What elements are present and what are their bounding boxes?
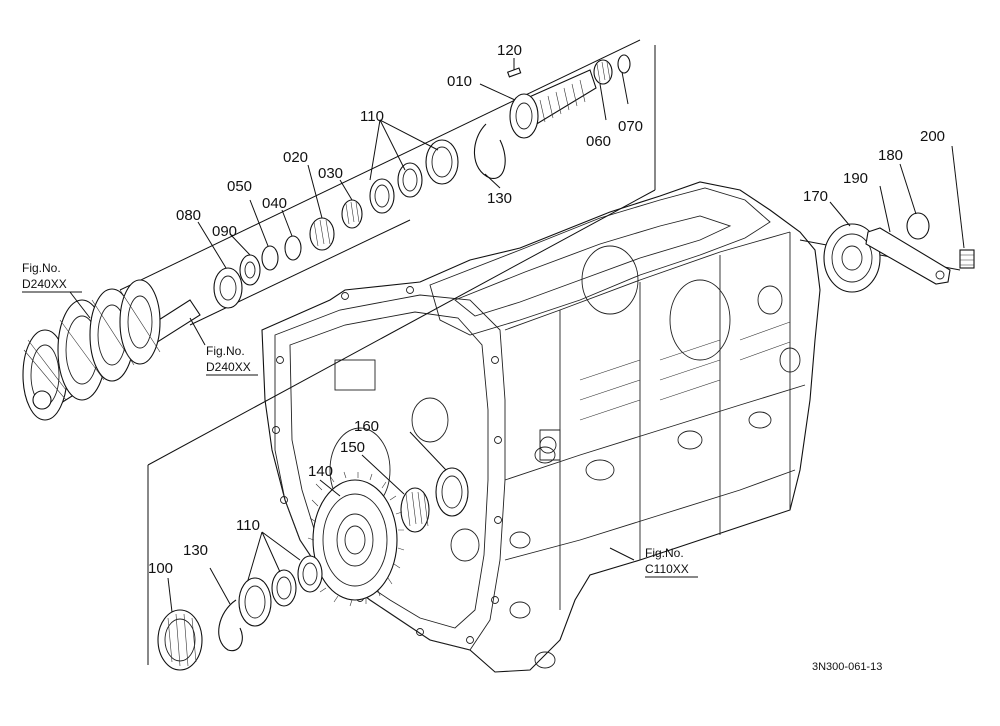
- fig-ref-c110xx: Fig.No. C110XX: [645, 546, 698, 578]
- label-130-lower: 130: [183, 542, 208, 559]
- part-100-ring-gear: [157, 609, 203, 671]
- label-050: 050: [227, 178, 252, 195]
- part-080-bearing: [213, 267, 243, 309]
- label-110-upper: 110: [360, 108, 384, 125]
- part-180-snap-ring: [906, 212, 930, 240]
- label-040: 040: [262, 195, 287, 212]
- label-080: 080: [176, 207, 201, 224]
- part-140-gear: [307, 471, 405, 607]
- part-090-washer: [239, 254, 261, 286]
- drawing-code: 3N300-061-13: [812, 661, 882, 673]
- leader-lines: [69, 58, 965, 613]
- part-160-ring: [435, 467, 469, 517]
- label-060: 060: [586, 133, 611, 150]
- label-190: 190: [843, 170, 868, 187]
- label-160: 160: [354, 418, 379, 435]
- label-180: 180: [878, 147, 903, 164]
- part-050-ring: [261, 245, 279, 271]
- svg-text:D240XX: D240XX: [22, 277, 67, 291]
- label-170: 170: [803, 188, 828, 205]
- part-010-shaft: [509, 69, 597, 139]
- label-100: 100: [148, 560, 173, 577]
- fig-ref-d240xx-upper: Fig.No. D240XX: [22, 261, 82, 293]
- fig-ref-d240xx-lower: Fig.No. D240XX: [206, 344, 258, 376]
- part-150-bearing: [400, 487, 430, 533]
- svg-text:Fig.No.: Fig.No.: [206, 344, 245, 358]
- label-120: 120: [497, 42, 522, 59]
- part-020-bearing: [309, 217, 335, 251]
- part-190-plate: [865, 227, 951, 285]
- part-110-synchro-upper: [369, 139, 459, 214]
- part-040-ring: [284, 235, 302, 261]
- label-140: 140: [308, 463, 333, 480]
- part-120-key: [506, 67, 522, 78]
- part-200-bolt: [959, 249, 975, 269]
- part-110-synchro-lower: [238, 555, 323, 627]
- label-200: 200: [920, 128, 945, 145]
- gear-cluster-assembly: [22, 279, 201, 421]
- part-130-circlip-upper: [473, 123, 506, 179]
- svg-text:Fig.No.: Fig.No.: [645, 546, 684, 560]
- label-030: 030: [318, 165, 343, 182]
- svg-text:C110XX: C110XX: [645, 562, 689, 576]
- svg-text:D240XX: D240XX: [206, 360, 251, 374]
- label-150: 150: [340, 439, 365, 456]
- label-020: 020: [283, 149, 308, 166]
- label-010: 010: [447, 73, 472, 90]
- svg-text:Fig.No.: Fig.No.: [22, 261, 61, 275]
- part-130-circlip-lower: [218, 599, 243, 652]
- label-130-upper: 130: [487, 190, 512, 207]
- part-070-snap-ring: [617, 54, 631, 74]
- part-030-bearing: [341, 199, 363, 229]
- label-110-lower: 110: [236, 517, 260, 534]
- part-060-bearing: [593, 59, 613, 85]
- label-070: 070: [618, 118, 643, 135]
- label-090: 090: [212, 223, 237, 240]
